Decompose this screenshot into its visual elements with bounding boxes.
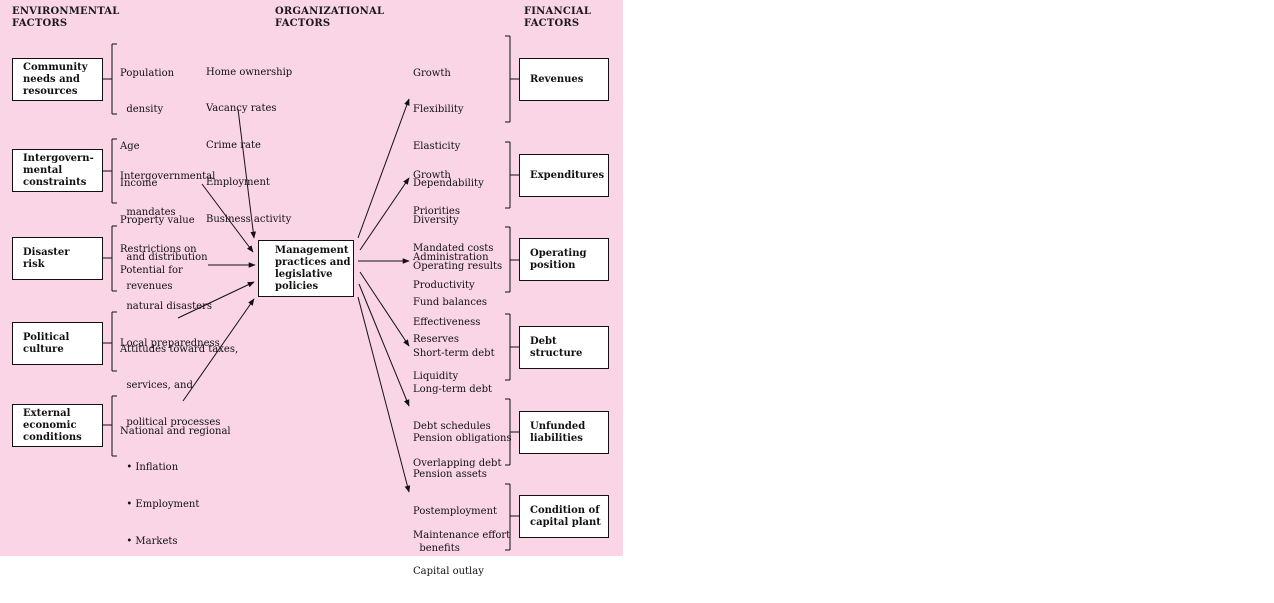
list-item: • Inflation xyxy=(120,462,179,474)
fin-list-revenues: Growth Flexibility Elasticity Dependabil… xyxy=(413,43,489,289)
list-item: Restrictions on xyxy=(120,244,197,256)
list-item: Pension assets xyxy=(413,469,487,481)
env-list-disaster: Potential for natural disasters Local pr… xyxy=(120,240,220,375)
connector-capital xyxy=(505,483,519,551)
list-item: Potential for xyxy=(120,264,183,276)
list-item: and distribution xyxy=(120,252,208,264)
header-financial: FINANCIAL FACTORS xyxy=(524,6,592,29)
arrow-intergov-to-mgmt xyxy=(201,183,254,253)
connector-intergov xyxy=(103,138,117,204)
list-item: Overlapping debt xyxy=(413,458,502,470)
fin-list-debt: Short-term debt Long-term debt Debt sche… xyxy=(413,323,501,495)
list-item: Vacancy rates xyxy=(206,103,277,115)
list-item: Intergovernmental xyxy=(120,170,216,182)
list-item: Growth xyxy=(413,67,451,79)
connector-disaster xyxy=(103,225,117,292)
list-item: Debt schedules xyxy=(413,421,491,433)
env-list-political: Attitudes toward taxes, services, and po… xyxy=(120,319,238,454)
list-item: Liquidity xyxy=(413,371,459,383)
list-item: Effectiveness xyxy=(413,317,481,329)
fin-box-unfunded: Unfunded liabilities xyxy=(519,411,609,454)
list-item: benefits xyxy=(413,543,460,555)
list-item: Business activity xyxy=(206,214,292,226)
list-item: Crime rate xyxy=(206,140,261,152)
env-box-political: Political culture xyxy=(12,322,103,365)
list-item: • Markets xyxy=(120,536,178,548)
env-list-community: Population density Age Income Property v… xyxy=(120,43,208,289)
list-item: • Employment xyxy=(120,499,200,511)
fin-box-debt: Debt structure xyxy=(519,326,609,369)
list-item: Priorities xyxy=(413,206,460,218)
financial-condition-diagram: ENVIRONMENTAL FACTORS ORGANIZATIONAL FAC… xyxy=(0,0,623,577)
list-item: density xyxy=(120,104,164,116)
arrow-external-to-mgmt xyxy=(182,298,255,402)
list-item: Postemployment xyxy=(413,506,498,518)
list-item: Long-term debt xyxy=(413,384,492,396)
list-item: Administration xyxy=(413,252,489,264)
arrow-mgmt-to-capital xyxy=(357,296,411,493)
list-item: Home ownership xyxy=(206,66,293,78)
list-item: Mandated costs xyxy=(413,243,494,255)
fin-box-operating: Operating position xyxy=(519,238,609,281)
connector-revenues xyxy=(505,35,519,123)
env-box-intergov: Intergovern- mental constraints xyxy=(12,149,103,192)
list-item: revenues xyxy=(120,281,173,293)
arrow-mgmt-to-unfunded xyxy=(358,283,410,407)
org-box-management: Management practices and legislative pol… xyxy=(258,240,354,297)
list-item: National and regional xyxy=(120,425,231,437)
list-item: political processes xyxy=(120,417,221,429)
list-item: Operating results xyxy=(413,260,503,272)
env-list-intergov: Intergovernmental mandates Restrictions … xyxy=(120,146,215,318)
connector-political xyxy=(103,311,117,372)
list-item: Capital outlay xyxy=(413,566,484,578)
connector-operating xyxy=(505,226,519,293)
env-box-disaster: Disaster risk xyxy=(12,237,103,280)
fin-box-revenues: Revenues xyxy=(519,58,609,101)
list-item: Flexibility xyxy=(413,104,464,116)
list-item: Growth xyxy=(413,169,451,181)
env-list-community-extra: Home ownership Vacancy rates Crime rate … xyxy=(206,42,292,251)
arrow-mgmt-to-debt xyxy=(359,271,410,347)
fin-box-expenditures: Expenditures xyxy=(519,154,609,197)
connector-unfunded xyxy=(505,398,519,466)
list-item: Employment xyxy=(206,177,270,189)
list-item: Diversity xyxy=(413,215,459,227)
arrow-mgmt-to-expenditures xyxy=(359,177,410,251)
header-environmental: ENVIRONMENTAL FACTORS xyxy=(12,6,120,29)
fin-list-capital: Maintenance effort Capital outlay xyxy=(413,505,510,603)
connector-community xyxy=(103,43,117,115)
list-item: natural disasters xyxy=(120,301,213,313)
arrow-community-to-mgmt xyxy=(237,108,257,239)
list-item: Income xyxy=(120,178,158,190)
list-item: Fund balances xyxy=(413,297,488,309)
list-item: Pension obligations xyxy=(413,432,512,444)
list-item: Age xyxy=(120,141,140,153)
list-item: Maintenance effort xyxy=(413,529,511,541)
list-item: services, and xyxy=(120,380,193,392)
list-item: Dependability xyxy=(413,178,484,190)
header-organizational: ORGANIZATIONAL FACTORS xyxy=(275,6,385,29)
list-item: Productivity xyxy=(413,280,475,292)
fin-list-expenditures: Growth Priorities Mandated costs Product… xyxy=(413,145,493,354)
fin-box-capital: Condition of capital plant xyxy=(519,495,609,538)
connector-expenditures xyxy=(505,141,519,209)
fin-list-operating: Operating results Fund balances Reserves… xyxy=(413,236,502,408)
connector-layer xyxy=(103,35,519,551)
env-box-external: External economic conditions xyxy=(12,404,103,447)
fin-list-unfunded: Pension obligations Pension assets Poste… xyxy=(413,408,512,580)
arrow-mgmt-to-revenues xyxy=(357,98,410,239)
list-item: Short-term debt xyxy=(413,347,495,359)
list-item: Elasticity xyxy=(413,141,461,153)
list-item: Property value xyxy=(120,215,195,227)
connector-debt xyxy=(505,313,519,381)
list-item: Local preparedness xyxy=(120,338,220,350)
list-item: Attitudes toward taxes, xyxy=(120,343,239,355)
connector-external xyxy=(103,395,117,457)
arrow-political-to-mgmt xyxy=(177,281,255,319)
list-item: mandates xyxy=(120,207,176,219)
env-list-external: National and regional • Inflation • Empl… xyxy=(120,401,231,573)
list-item: Reserves xyxy=(413,334,459,346)
list-item: Population xyxy=(120,67,175,79)
env-box-community: Community needs and resources xyxy=(12,58,103,101)
